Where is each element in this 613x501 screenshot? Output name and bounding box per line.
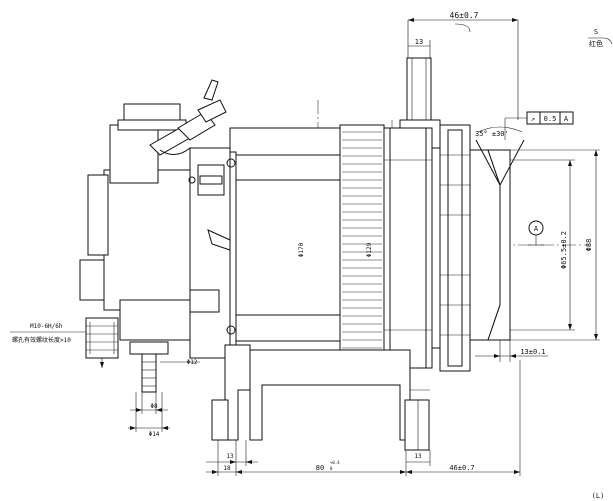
runout-tolerance-frame: ↗ 0.5 A bbox=[504, 111, 574, 140]
svg-text:A: A bbox=[564, 115, 569, 123]
svg-text:S: S bbox=[594, 28, 598, 36]
svg-text:0.5: 0.5 bbox=[544, 115, 557, 123]
dim-top-flange: 13 bbox=[415, 38, 423, 46]
pulley-diameter-dims: Φ65.5±0.2 Φ88 bbox=[510, 149, 600, 341]
dim-fan-diameter: Φ129 bbox=[366, 242, 373, 257]
svg-text:A: A bbox=[534, 225, 539, 233]
dim-bottom-80: 80 bbox=[316, 464, 324, 472]
top-dimension-group: 46±0.7 13 bbox=[407, 11, 519, 120]
dim-bottom-80-tol: +0.4 bbox=[330, 460, 340, 465]
dim-bottom-13: 13 bbox=[226, 453, 234, 460]
datum-a: A bbox=[528, 220, 544, 246]
dim-top-overall: 46±0.7 bbox=[450, 11, 479, 20]
dim-pulley-inner: Φ65.5±0.2 bbox=[560, 231, 568, 269]
svg-text:红色: 红色 bbox=[589, 39, 603, 48]
thread-spec: M10-6H/6h bbox=[30, 323, 63, 330]
regulator-assembly bbox=[79, 79, 236, 359]
dim-d12: Φ12 bbox=[187, 359, 198, 366]
thread-note: 螺孔有效螺纹长度>10 bbox=[12, 336, 71, 344]
bottom-terminal-stud: Φ8 Φ14 Φ12 bbox=[128, 341, 200, 438]
dim-d14: Φ14 bbox=[149, 431, 160, 438]
dim-d8: Φ8 bbox=[150, 403, 158, 410]
dim-bottom-80-tol2: 0 bbox=[330, 466, 333, 471]
threaded-terminal bbox=[85, 317, 119, 368]
bottom-mounting-bracket bbox=[211, 344, 430, 451]
pulley-groove-angle: 35° ±30' bbox=[475, 126, 523, 138]
bottom-dimension-group: 13 13 18 80 +0.4 0 46±0.7 bbox=[206, 360, 521, 476]
dim-bottom-46: 46±0.7 bbox=[449, 464, 474, 472]
s-note: S 红色 bbox=[588, 28, 613, 48]
svg-text:↗: ↗ bbox=[531, 115, 535, 123]
front-end-cap bbox=[431, 124, 471, 372]
alternator-housing bbox=[223, 127, 351, 369]
dim-right-13: 13±0.1 bbox=[475, 340, 548, 362]
thread-callout: M10-6H/6h 螺孔有效螺纹长度>10 bbox=[10, 323, 86, 344]
dim-body-diameter: Φ170 bbox=[298, 242, 305, 257]
cooling-fan bbox=[339, 124, 433, 372]
corner-mark: (L) bbox=[592, 492, 605, 500]
dim-bottom-13b: 13 bbox=[414, 453, 422, 460]
dim-bottom-18: 18 bbox=[223, 465, 231, 472]
angle-label: 35° ±30' bbox=[475, 130, 509, 138]
svg-text:13±0.1: 13±0.1 bbox=[520, 348, 545, 356]
dim-pulley-outer: Φ88 bbox=[585, 239, 593, 252]
